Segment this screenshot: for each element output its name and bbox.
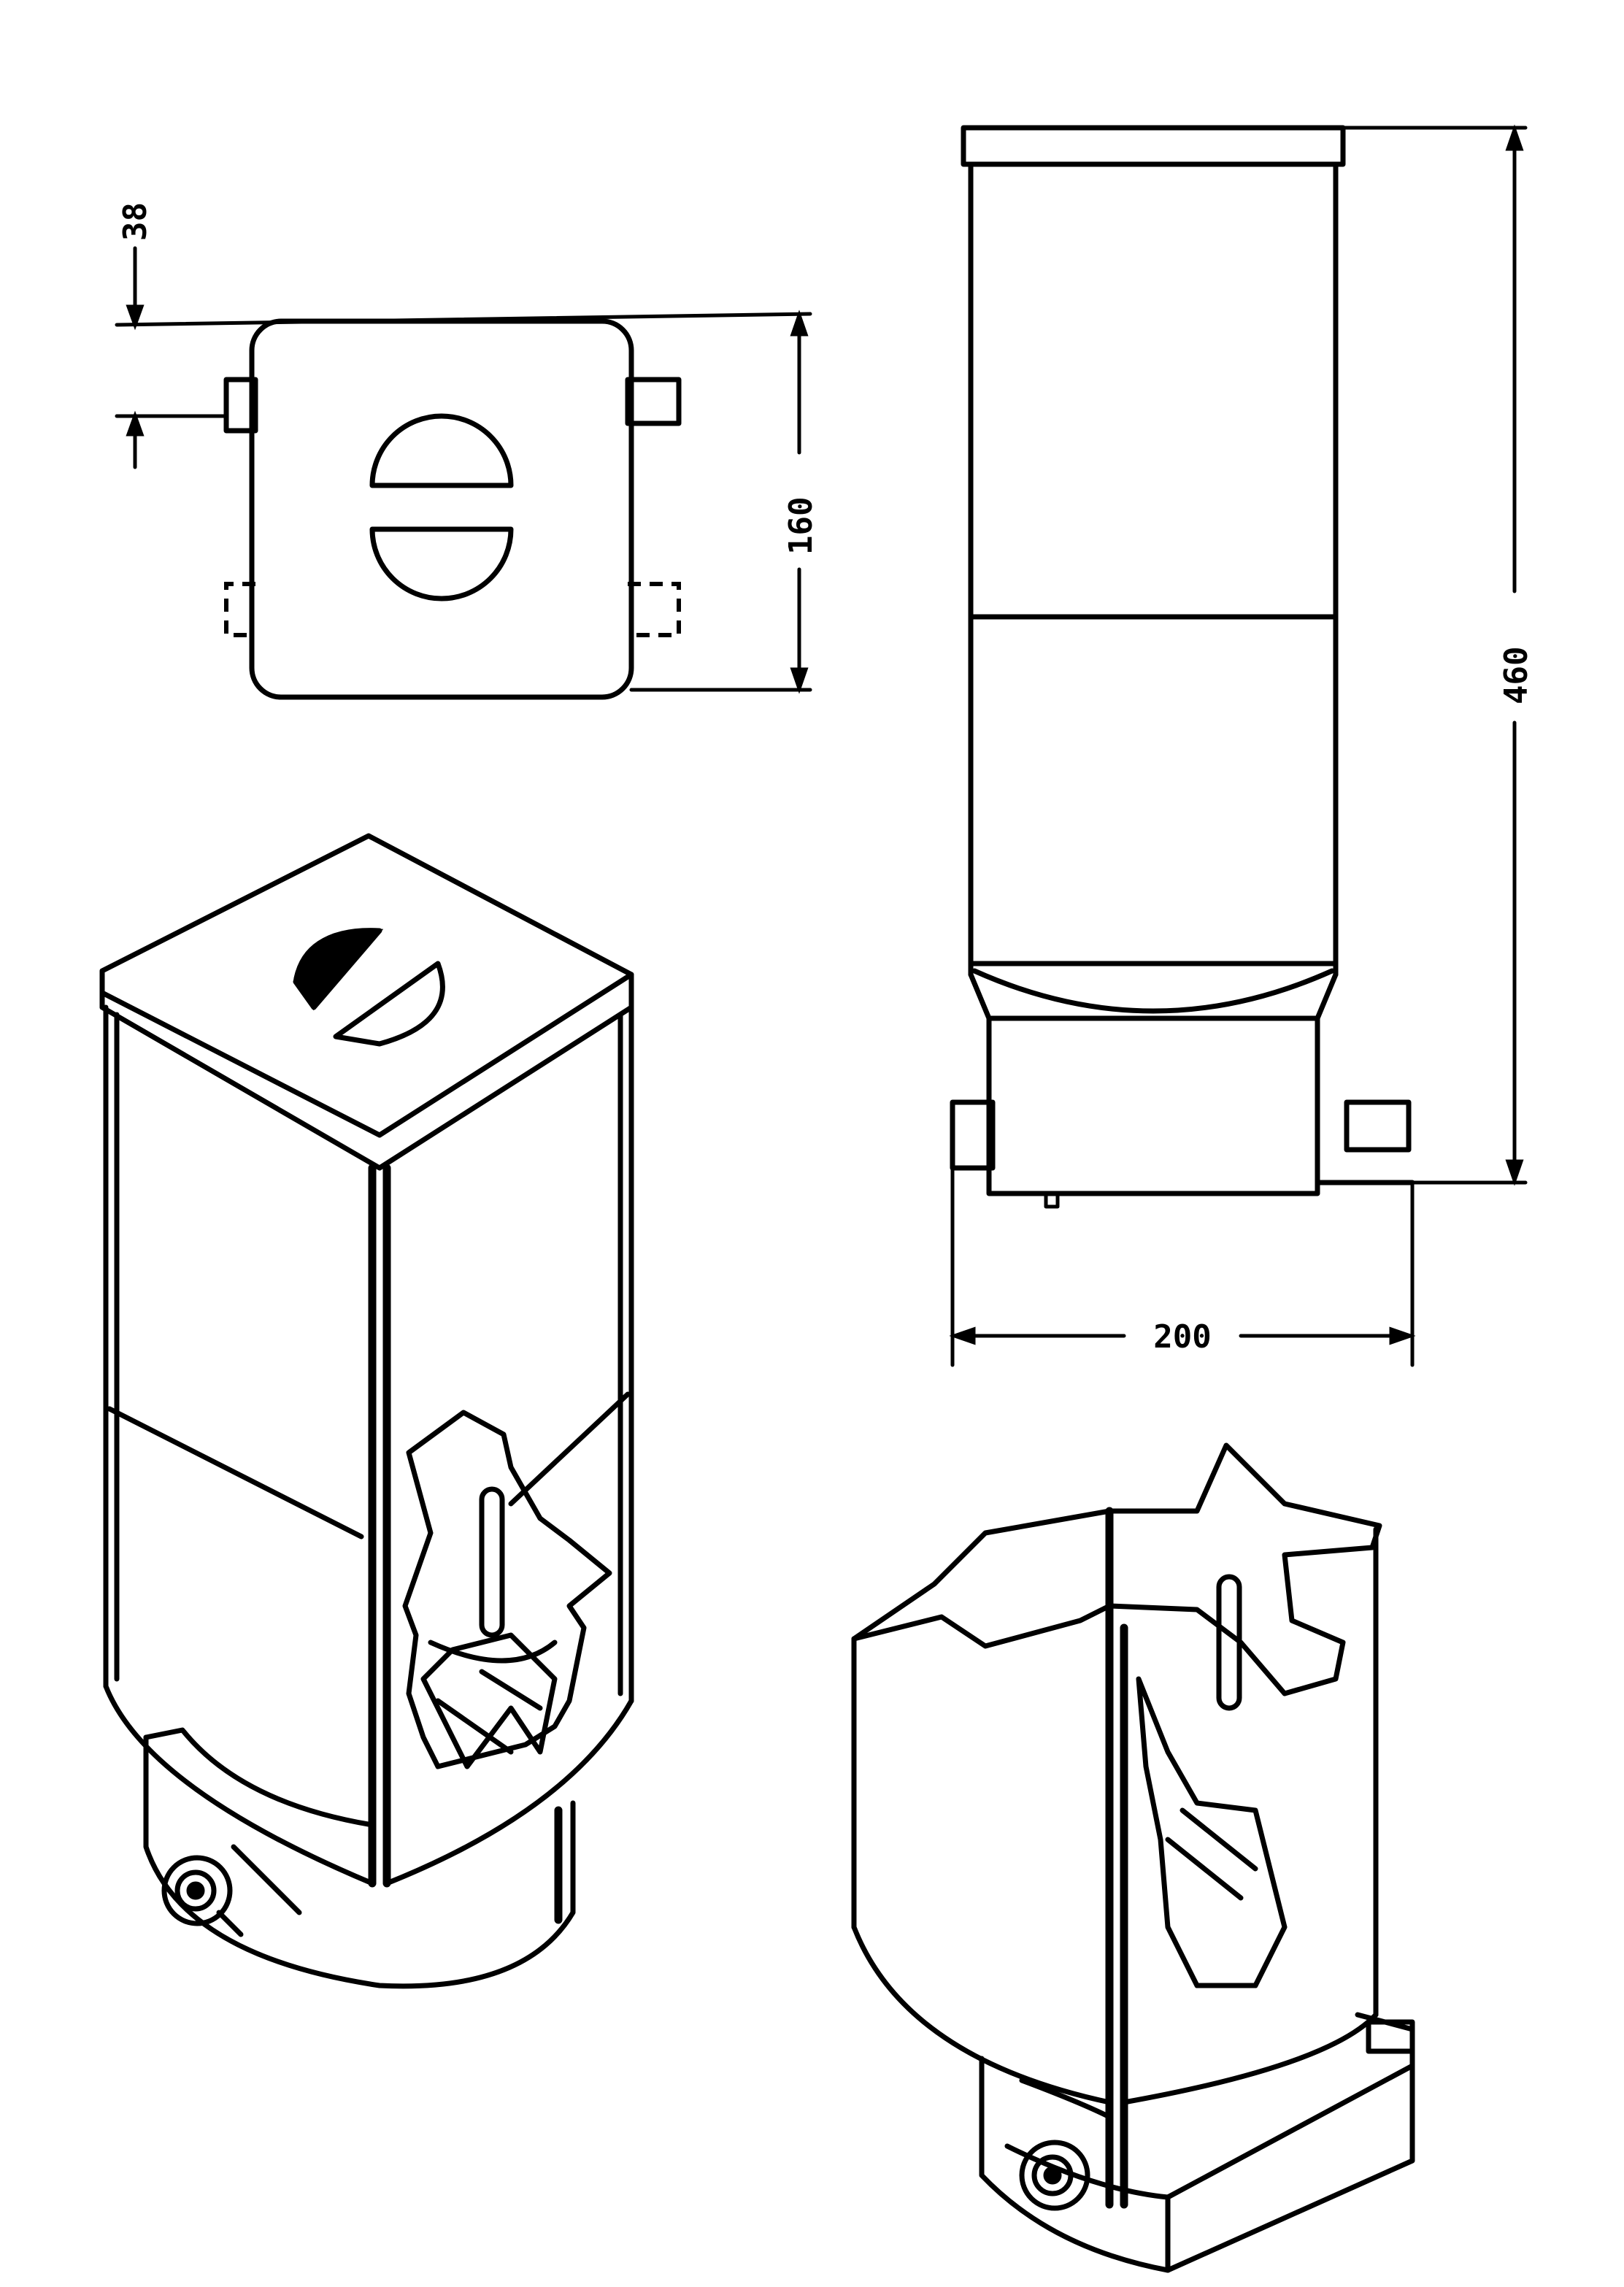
iso2-torn-edge-inner [851, 1603, 1288, 1696]
top-view-tab-left-upper [223, 377, 258, 434]
iso-cutaway-outline [402, 1410, 612, 1769]
top-view: 38 160 [115, 202, 820, 700]
iso-base-body [143, 1734, 576, 1989]
dim-160-label: 160 [782, 497, 820, 555]
dim-460-arrow-top [1505, 124, 1524, 151]
iso2-hopper-right [1121, 2012, 1379, 2105]
iso-hopper-left [103, 1683, 375, 1886]
top-view-extension-top [115, 312, 812, 327]
iso-lid-top [99, 833, 634, 1138]
dim-460-arrow-bottom [1505, 1159, 1524, 1186]
dim-160-arrow-bottom [790, 667, 809, 694]
iso2-torn-edge-top [851, 1442, 1382, 1696]
isometric-view-full [99, 833, 634, 1989]
iso2-hopper-left [851, 1924, 1112, 2105]
iso-knob-stem [216, 1910, 244, 1937]
dim-38-arrow-bottom [126, 410, 145, 437]
iso2-agitator-rod [1216, 1574, 1242, 1711]
iso2-auger-blade-2 [1179, 1807, 1258, 1872]
iso-base-top [143, 1727, 375, 1828]
dim-200-arrow-left [949, 1326, 976, 1345]
top-view-slot-upper [369, 413, 514, 488]
iso-seam-left [107, 1406, 364, 1540]
front-view: 460 200 [949, 124, 1535, 1367]
iso-lid-slot-lower [333, 961, 445, 1047]
iso-lid-rim [99, 972, 634, 1171]
front-view-cap [961, 125, 1346, 167]
iso2-auger-blade-1 [1165, 1837, 1244, 1901]
iso-lid-slot-upper [293, 928, 382, 1010]
dim-38-arrow-top [126, 304, 145, 331]
iso-auger-blade-1 [435, 1698, 514, 1755]
dim-38-label: 38 [117, 202, 154, 241]
iso2-knob-outer [1019, 2140, 1090, 2211]
iso-knob-outer [161, 1855, 233, 1926]
dim-200-arrow-right [1389, 1326, 1416, 1345]
iso2-cutaway [1136, 1676, 1288, 1988]
iso-knob-inner [174, 1869, 217, 1912]
front-view-tab-left [950, 1099, 996, 1171]
iso2-knob-inner [1031, 2154, 1074, 2196]
top-view-tab-right-lower [628, 582, 681, 637]
front-view-tab-right [1344, 1099, 1412, 1153]
iso2-base-top [1004, 2063, 1415, 2200]
top-view-body [249, 318, 634, 700]
front-view-base [986, 1015, 1320, 1196]
dim-160-arrow-top [790, 310, 809, 337]
iso-hopper-right [384, 1698, 634, 1886]
iso-auger [420, 1632, 558, 1769]
iso2-base-left [979, 2056, 1171, 2273]
top-view-tab-right-upper [625, 377, 682, 426]
iso2-tab-right [1366, 2019, 1415, 2054]
iso2-base-curve [1019, 2077, 1112, 2120]
iso-auger-blade-2 [479, 1669, 543, 1711]
iso-agitator-rod [479, 1486, 505, 1638]
front-view-nub [1044, 1191, 1060, 1209]
iso-seam-right [508, 1391, 631, 1507]
dim-460-label: 460 [1498, 647, 1535, 704]
iso-knob-center [186, 1881, 205, 1900]
top-view-tab-left-lower [224, 582, 255, 637]
isometric-view-cutaway [851, 1442, 1415, 2273]
dim-200-label: 200 [1153, 1318, 1211, 1356]
iso2-knob-center [1043, 2166, 1062, 2185]
front-view-hopper-curve [971, 968, 1335, 1014]
top-view-slot-lower [369, 526, 514, 601]
iso-base-curve [231, 1844, 302, 1915]
